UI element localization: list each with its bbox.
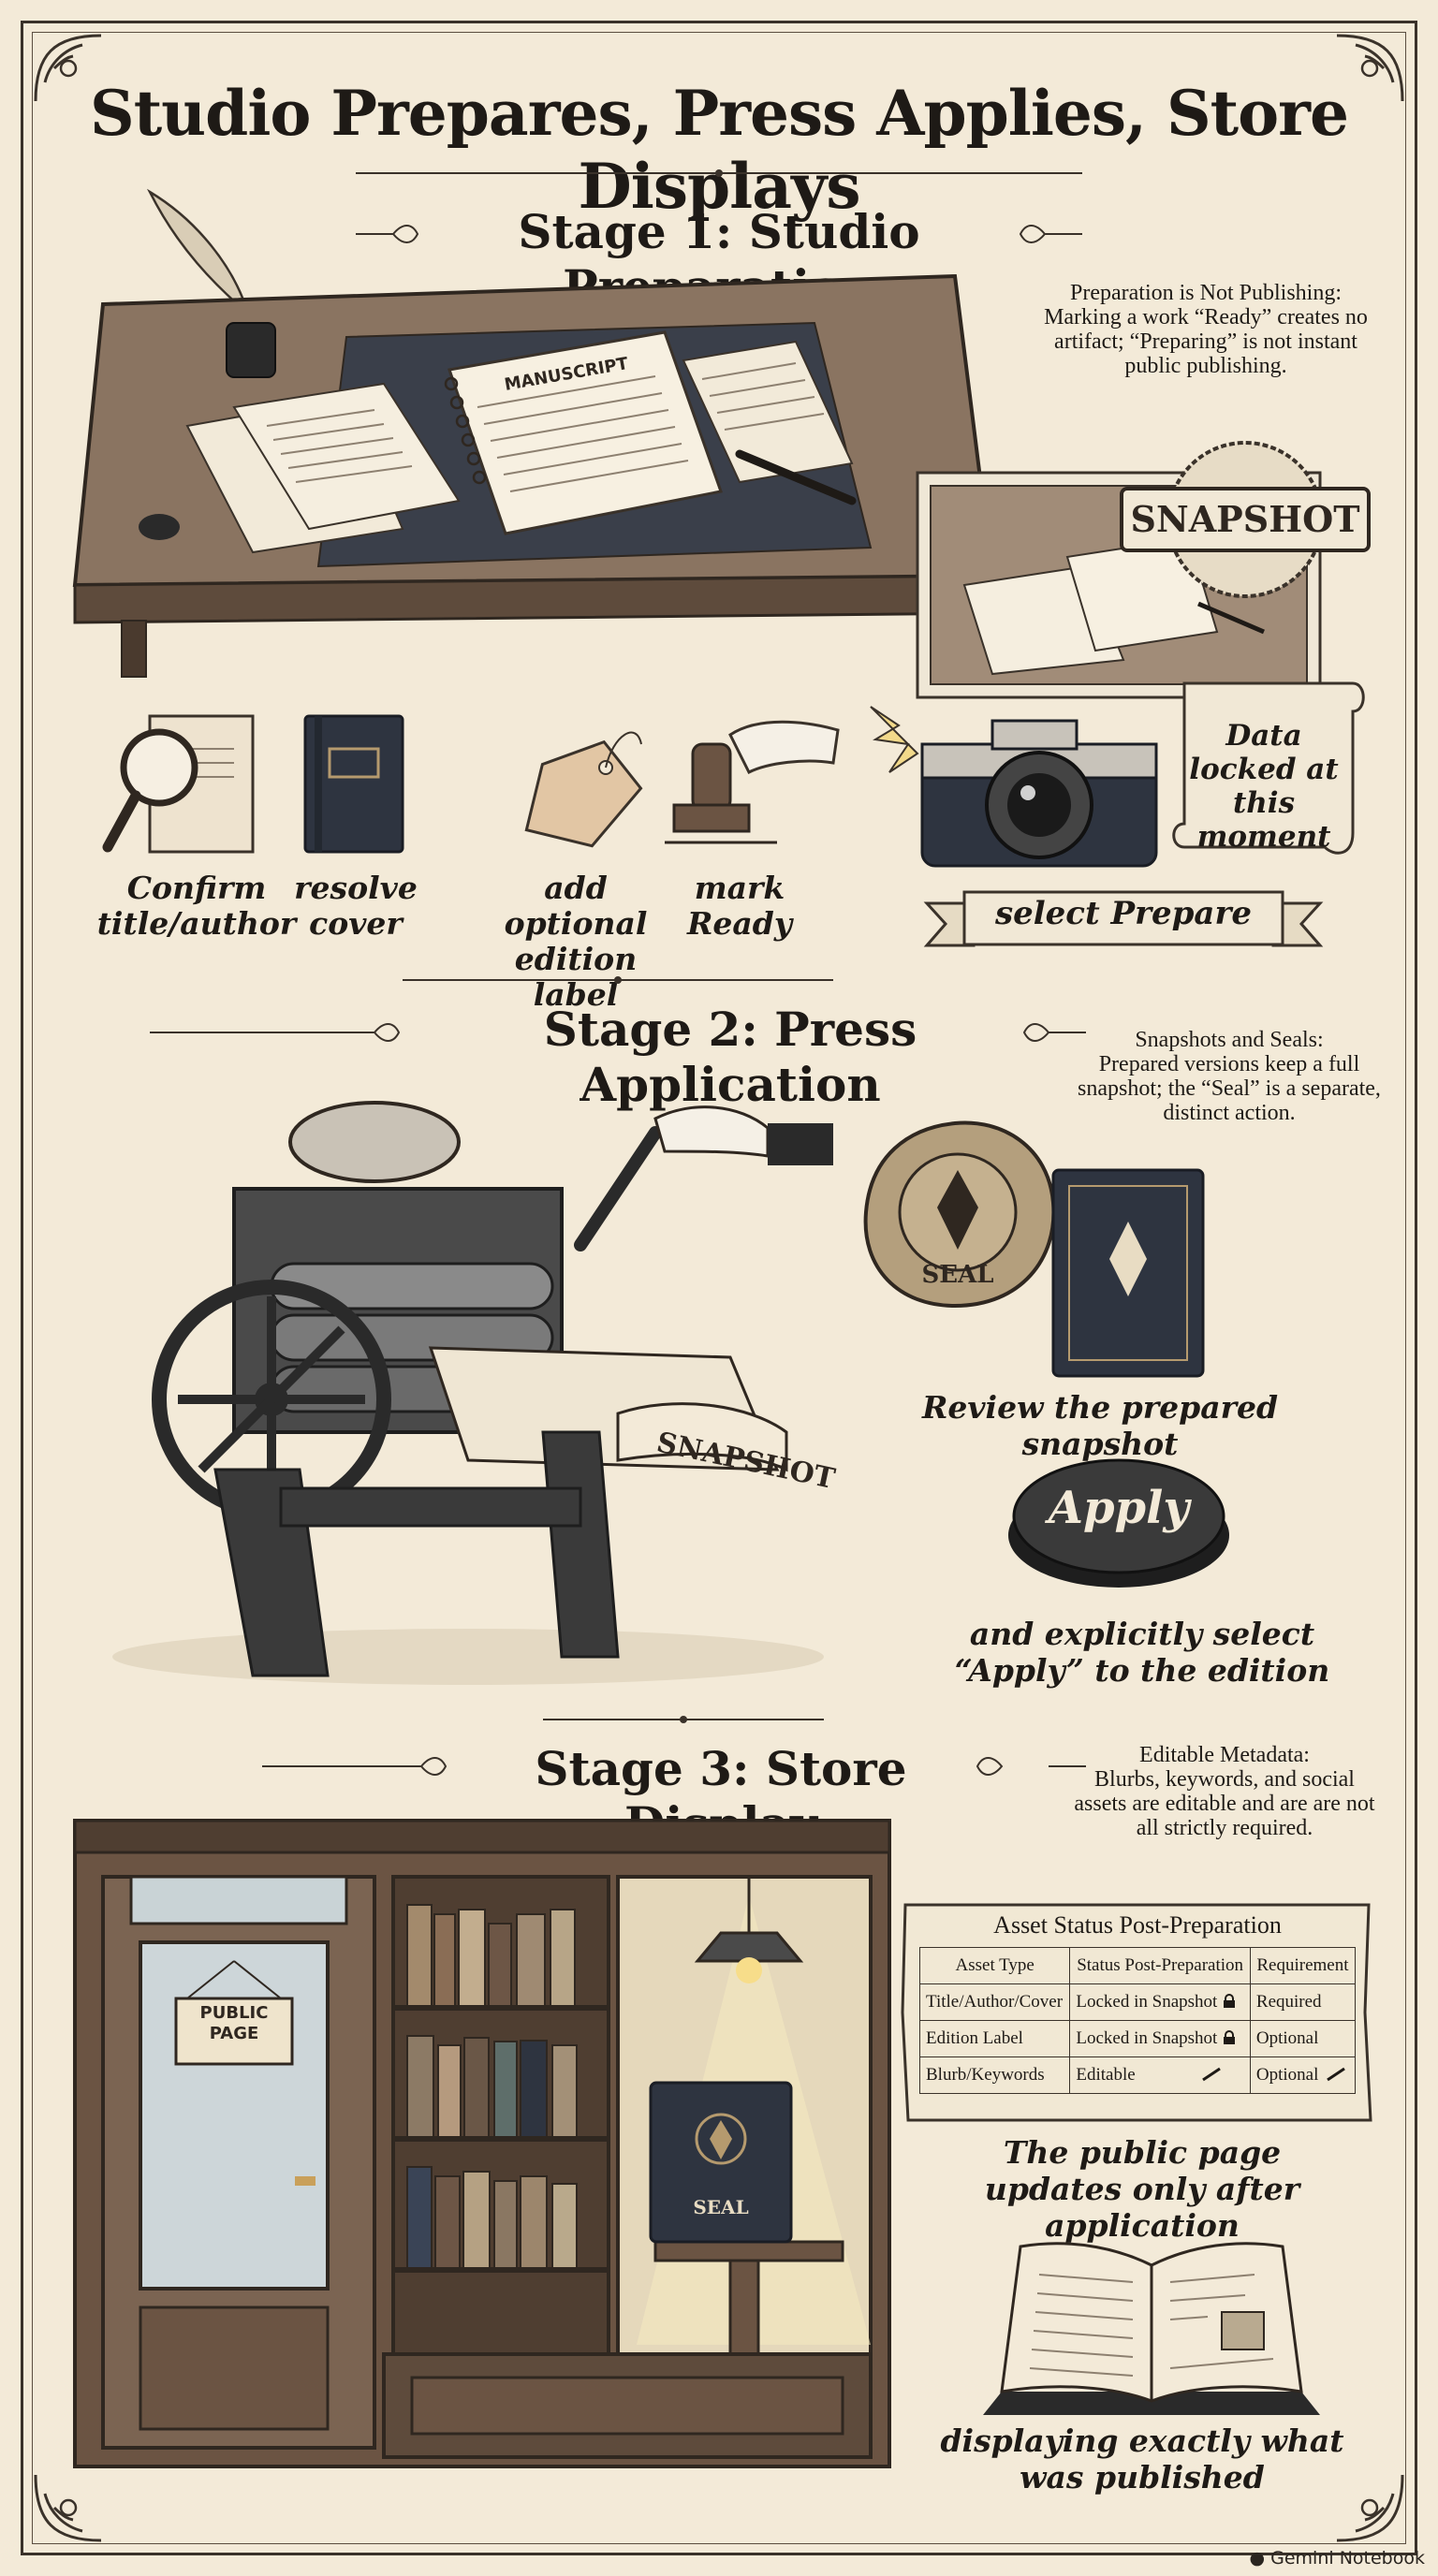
stage1-note-body: Marking a work “Ready” creates no artifa… bbox=[1044, 305, 1368, 378]
asset-status-table-title: Asset Status Post-Preparation bbox=[993, 1911, 1282, 1939]
lock-icon bbox=[1224, 2030, 1236, 2044]
stage2-note-heading: Snapshots and Seals: bbox=[1135, 1028, 1324, 1052]
snapshot-stamp: SNAPSHOT bbox=[1120, 441, 1371, 598]
pencil-icon bbox=[1201, 2067, 1221, 2082]
data-scroll bbox=[1172, 681, 1365, 855]
wax-seal-icon: SEAL bbox=[863, 1120, 1205, 1378]
snapshot-stamp-text: SNAPSHOT bbox=[1131, 498, 1360, 540]
cell-status: Editable bbox=[1069, 2056, 1251, 2094]
asset-status-table: Asset Status Post-Preparation Asset Type… bbox=[901, 1900, 1374, 2125]
step-confirm-title-author: Confirm title/author bbox=[96, 870, 297, 942]
update-caption: The public page updates only after appli… bbox=[984, 2134, 1300, 2244]
printing-press-illustration: SNAPSHOT bbox=[112, 1101, 838, 1685]
footer-brand: ● Gemini Notebook bbox=[1250, 2548, 1426, 2569]
corner-flourish-bottom-right bbox=[1336, 2474, 1404, 2542]
stage1-note-heading: Preparation is Not Publishing: bbox=[1070, 281, 1342, 305]
stage2-note: Snapshots and Seals: Prepared versions k… bbox=[1077, 1028, 1382, 1125]
apply-button-graphic bbox=[1008, 1458, 1229, 1588]
footer-brand-text: Gemini Notebook bbox=[1270, 2548, 1425, 2569]
cell-asset: Title/Author/Cover bbox=[918, 1983, 1071, 2021]
stage1-heading-rule bbox=[356, 225, 1082, 243]
cell-status: Locked in Snapshot bbox=[1069, 1983, 1251, 2021]
stage2-title: Stage 2: Press Application bbox=[543, 1002, 917, 1112]
pencil-icon bbox=[1327, 2067, 1346, 2082]
step-resolve-cover: resolve cover bbox=[294, 870, 418, 942]
stage3-note: Editable Metadata: Blurbs, keywords, and… bbox=[1067, 1743, 1382, 1840]
inner-border bbox=[32, 32, 1406, 2544]
cell-status-text: Locked in Snapshot bbox=[1076, 1992, 1218, 2012]
open-book-icon bbox=[983, 2242, 1320, 2415]
cell-asset: Edition Label bbox=[918, 2020, 1071, 2057]
step-add-edition-label: add optional edition label bbox=[504, 870, 648, 1013]
apply-button[interactable]: Apply bbox=[1048, 1482, 1190, 1534]
stage1-note: Preparation is Not Publishing: Marking a… bbox=[1030, 281, 1382, 378]
cell-requirement: Required bbox=[1249, 1983, 1357, 2021]
magnifier-document-icon bbox=[102, 714, 255, 854]
table-row: Blurb/Keywords Editable Optional bbox=[918, 2056, 1357, 2094]
prepare-ribbon-label: select Prepare bbox=[994, 895, 1253, 932]
step-mark-ready: mark Ready bbox=[686, 870, 793, 942]
stage3-note-body: Blurbs, keywords, and social assets are … bbox=[1074, 1767, 1375, 1840]
corner-flourish-bottom-left bbox=[34, 2474, 102, 2542]
asset-status-grid: Asset Type Status Post-Preparation Requi… bbox=[918, 1947, 1357, 2094]
apply-caption: and explicitly select “Apply” to the edi… bbox=[954, 1616, 1330, 1689]
stamp-icon bbox=[665, 720, 840, 844]
book-cover-icon bbox=[303, 714, 404, 854]
cell-status-text: Editable bbox=[1076, 2065, 1136, 2085]
camera-icon bbox=[870, 706, 1158, 868]
table-header-row: Asset Type Status Post-Preparation Requi… bbox=[918, 1947, 1357, 1984]
stage3-heading-rule bbox=[262, 1716, 1086, 1776]
studio-desk-illustration: MANUSCRIPT bbox=[72, 188, 995, 678]
column-header-asset-type: Asset Type bbox=[918, 1947, 1071, 1984]
page-title: Studio Prepares, Press Applies, Store Di… bbox=[90, 77, 1349, 223]
display-caption: displaying exactly what was published bbox=[940, 2422, 1344, 2496]
table-row: Title/Author/Cover Locked in Snapshot Re… bbox=[918, 1983, 1357, 2021]
column-header-status: Status Post-Preparation bbox=[1069, 1947, 1251, 1984]
wax-seal-text: SEAL bbox=[921, 1261, 993, 1289]
outer-border bbox=[21, 21, 1417, 2555]
stage3-note-heading: Editable Metadata: bbox=[1139, 1743, 1310, 1767]
corner-flourish-top-left bbox=[34, 34, 102, 102]
cell-requirement: Optional bbox=[1249, 2056, 1357, 2094]
lock-icon bbox=[1224, 1994, 1236, 2008]
gemini-logo-icon: ● bbox=[1249, 2548, 1266, 2569]
corner-flourish-top-right bbox=[1336, 34, 1404, 102]
title-divider bbox=[356, 169, 1082, 177]
scroll-text: Data locked at this moment bbox=[1189, 719, 1339, 854]
review-caption: Review the prepared snapshot bbox=[921, 1389, 1279, 1462]
display-book-seal: SEAL bbox=[693, 2196, 748, 2218]
tag-icon bbox=[524, 731, 643, 848]
prepare-ribbon bbox=[923, 890, 1324, 947]
cell-asset: Blurb/Keywords bbox=[918, 2056, 1071, 2094]
cell-requirement: Optional bbox=[1249, 2020, 1357, 2057]
table-row: Edition Label Locked in Snapshot Optiona… bbox=[918, 2020, 1357, 2057]
stage2-note-body: Prepared versions keep a full snapshot; … bbox=[1078, 1052, 1381, 1125]
public-page-sign: PUBLIC PAGE bbox=[199, 2003, 269, 2043]
stage2-heading-rule bbox=[150, 976, 1086, 1042]
storefront-illustration: SEAL bbox=[73, 1819, 891, 2468]
cell-status-text: Locked in Snapshot bbox=[1076, 2028, 1218, 2048]
cell-status: Locked in Snapshot bbox=[1069, 2020, 1251, 2057]
column-header-requirement: Requirement bbox=[1249, 1947, 1357, 1984]
cell-requirement-text: Optional bbox=[1255, 2065, 1319, 2085]
